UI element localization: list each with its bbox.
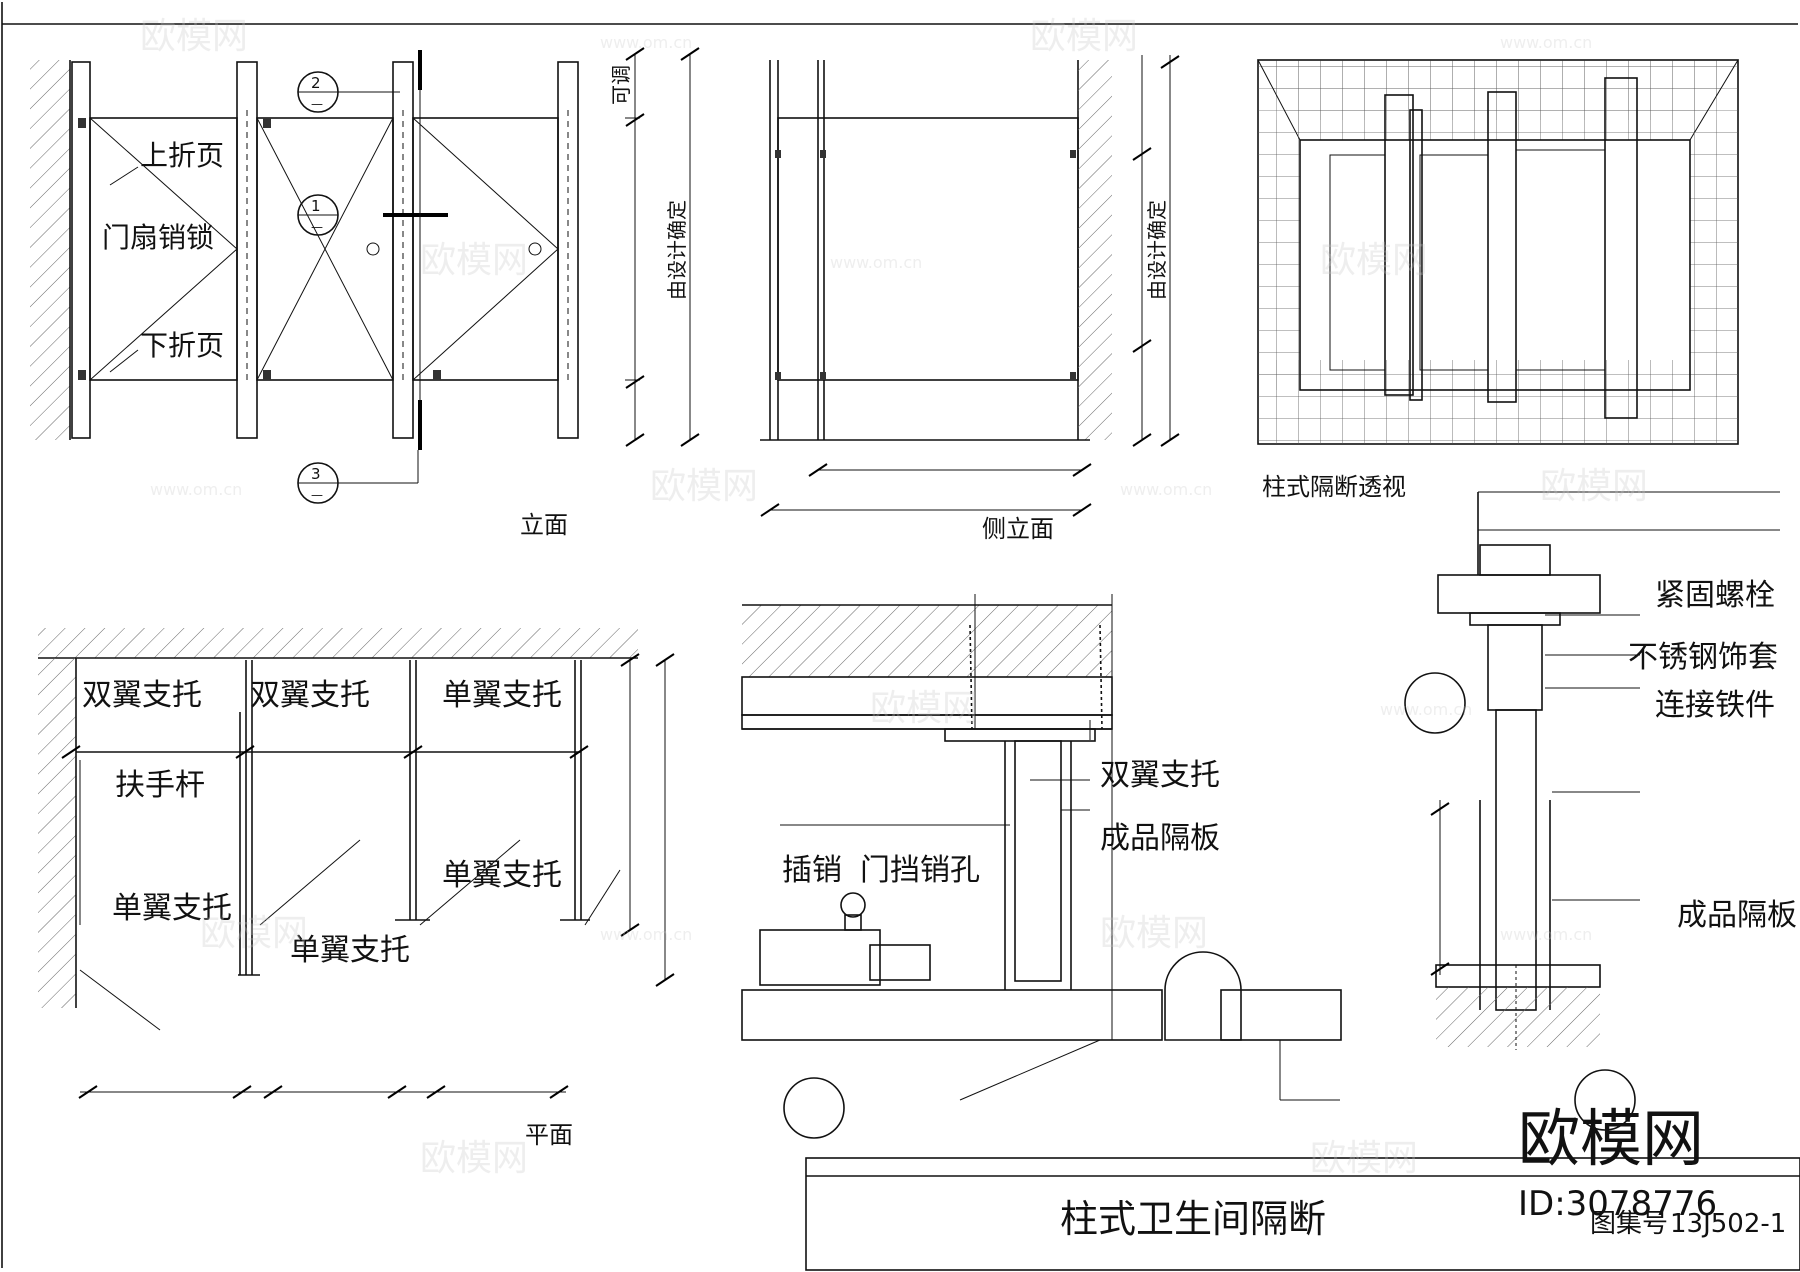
caption-perspective: 柱式隔断透视 [1262,473,1406,501]
label-lower-hinge: 下折页 [140,329,224,362]
label-single-wing-3: 单翼支托 [112,891,232,926]
dim-design-determined: 由设计确定 [665,200,689,300]
label-upper-hinge: 上折页 [140,139,224,172]
door-panel [256,117,394,381]
atlas-label: 图集号 [1590,1209,1668,1239]
elevation-view: 上折页 门扇销锁 下折页 2 — 1 — 3 — [30,47,700,539]
label-fastening-bolt: 紧固螺栓 [1655,578,1775,613]
svg-text:欧模网: 欧模网 [420,240,528,281]
svg-text:www.om.cn: www.om.cn [150,480,242,499]
label-steel-connector: 连接铁件 [1655,688,1775,723]
perspective-view: 柱式隔断透视 [1257,59,1739,501]
svg-text:欧模网: 欧模网 [200,913,308,954]
label-panel-right: 成品隔板 [1677,898,1797,933]
svg-text:—: — [311,97,323,111]
detail-callout-circle-bottom [1574,1069,1636,1131]
label-stainless-sleeve: 不锈钢饰套 [1628,640,1778,675]
wall-hatch [30,60,70,440]
caption-elevation: 立面 [520,511,568,539]
watermark-brand: 欧模网 [1518,1102,1704,1175]
svg-text:www.om.cn: www.om.cn [830,253,922,272]
dim-adjustable: 可调 [609,65,633,105]
section-mark-2: 2 — [297,71,400,113]
svg-text:欧模网: 欧模网 [1310,1138,1418,1179]
detail-joint-middle: 双翼支托 成品隔板 插销 门挡销孔 [741,594,1342,1139]
svg-text:欧模网: 欧模网 [870,688,978,729]
svg-text:欧模网: 欧模网 [1320,240,1428,281]
detail-joint-right: 紧固螺栓 不锈钢饰套 连接铁件 成品隔板 [1404,491,1797,1131]
detail-callout-circle [783,1077,845,1139]
watermark-stamp: 欧模网 ID:3078776 [1518,1102,1717,1224]
svg-text:—: — [311,488,323,502]
svg-text:欧模网: 欧模网 [650,466,758,507]
label-single-wing-4: 单翼支托 [290,933,410,968]
drawing-title: 柱式卫生间隔断 [1060,1197,1326,1241]
detail-callout-circle-right [1404,672,1466,734]
dim-design-determined-side: 由设计确定 [1145,200,1169,300]
label-single-wing-2: 单翼支托 [442,858,562,893]
plan-view: 双翼支托 双翼支托 单翼支托 扶手杆 单翼支托 单翼支托 单翼支托 平面 [38,628,675,1149]
label-door-lock: 门扇销锁 [102,221,214,254]
caption-plan: 平面 [525,1121,573,1149]
section-mark-3: 3 — [297,450,419,504]
svg-text:欧模网: 欧模网 [140,16,248,57]
label-double-wing-detail: 双翼支托 [1100,758,1220,793]
svg-text:欧模网: 欧模网 [1540,466,1648,507]
label-latch: 插销 [782,853,842,888]
label-grab-bar: 扶手杆 [115,768,205,803]
svg-text:欧模网: 欧模网 [1100,913,1208,954]
svg-text:2: 2 [311,74,321,92]
label-double-wing-2: 双翼支托 [250,678,370,713]
svg-text:3: 3 [311,465,321,483]
watermark-layer: 欧模网 欧模网 www.om.cn www.om.cn 欧模网 欧模网 www.… [140,16,1648,1179]
atlas-number: 13J502-1 [1670,1209,1786,1239]
title-block: 柱式卫生间隔断 图集号 13J502-1 [805,1157,1800,1271]
label-double-wing-1: 双翼支托 [82,678,202,713]
side-elevation-view: 由设计确定 侧立面 [760,55,1180,543]
svg-text:www.om.cn: www.om.cn [1380,700,1472,719]
svg-text:欧模网: 欧模网 [1030,16,1138,57]
svg-text:www.om.cn: www.om.cn [1120,480,1212,499]
label-single-wing-1: 单翼支托 [442,678,562,713]
svg-text:www.om.cn: www.om.cn [1500,925,1592,944]
svg-text:—: — [311,220,323,234]
watermark-id: ID:3078776 [1518,1184,1717,1224]
section-mark-1: 1 — [297,194,339,236]
label-stop-pin-hole: 门挡销孔 [860,853,980,888]
svg-text:www.om.cn: www.om.cn [600,33,692,52]
svg-text:1: 1 [311,197,321,215]
svg-text:www.om.cn: www.om.cn [600,925,692,944]
label-panel-detail: 成品隔板 [1100,821,1220,856]
svg-text:欧模网: 欧模网 [420,1138,528,1179]
svg-text:www.om.cn: www.om.cn [1500,33,1592,52]
caption-side-elevation: 侧立面 [982,515,1054,543]
